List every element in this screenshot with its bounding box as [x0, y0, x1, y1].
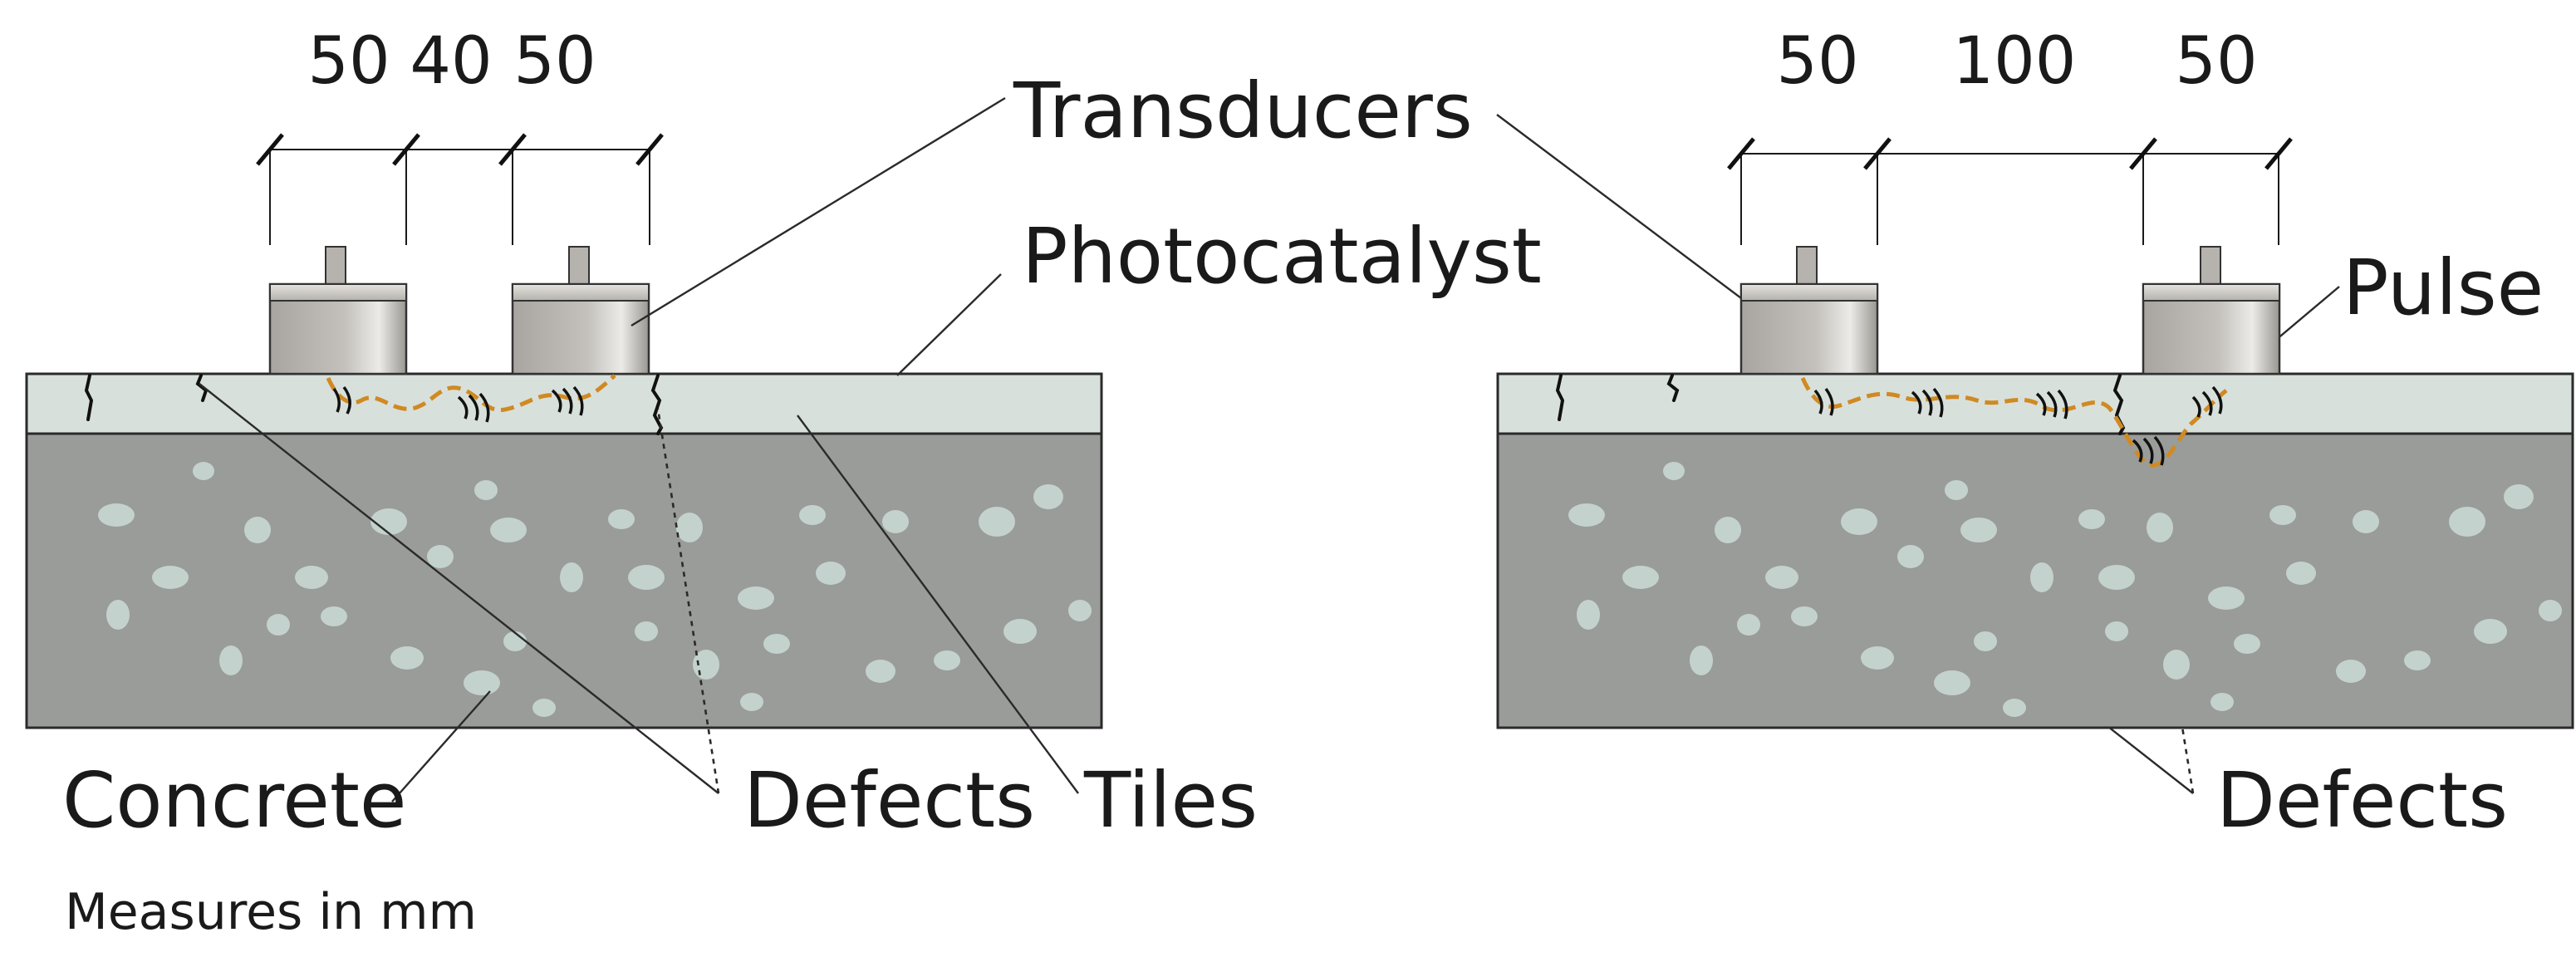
concrete-label: Concrete — [62, 756, 407, 845]
left-transducer-2 — [511, 246, 650, 375]
right-aggregate — [1568, 462, 2562, 717]
left-tile-layer — [25, 372, 1103, 435]
right-dimension-line — [1727, 137, 2293, 245]
left-dim-2: 40 — [410, 24, 492, 99]
right-transducer-2 — [2142, 246, 2281, 375]
right-crack-3 — [2112, 374, 2126, 435]
tiles-label: Tiles — [1083, 756, 1258, 845]
left-pulse-wave — [326, 374, 616, 423]
left-transducer-1 — [268, 246, 408, 375]
measures-note: Measures in mm — [65, 883, 477, 941]
left-dim-3: 50 — [513, 24, 596, 99]
transducers-label: Transducers — [1013, 66, 1473, 155]
transducers-leader — [631, 96, 1006, 327]
concrete-leader — [391, 690, 491, 802]
photocatalyst-leader — [896, 273, 1002, 376]
pulse-label: Pulse — [2343, 243, 2544, 332]
right-transducer-1 — [1739, 246, 1879, 375]
left-dim-1: 50 — [307, 24, 390, 99]
right-defects-label: Defects — [2216, 756, 2508, 845]
right-dim-3: 50 — [2175, 24, 2257, 99]
left-crack-1 — [84, 374, 94, 421]
right-crack-1 — [1555, 374, 1565, 421]
right-pulse-wave — [1800, 376, 2228, 468]
left-crack-2 — [195, 374, 209, 402]
photocatalyst-label: Photocatalyst — [1022, 212, 1542, 301]
transducers-leader-right — [1496, 114, 1779, 326]
right-dim-1: 50 — [1776, 24, 1858, 99]
right-panel: 50 100 50 Pulse Defects — [1496, 24, 2574, 845]
right-crack-2 — [1666, 374, 1680, 402]
left-panel: 50 40 50 Transducers Photocatalyst Concr… — [25, 24, 2340, 941]
tiles-leader — [797, 415, 1079, 794]
left-defects-leader-1 — [199, 383, 719, 794]
right-dim-2: 100 — [1953, 24, 2077, 99]
left-aggregate — [98, 462, 1092, 717]
left-defects-label: Defects — [743, 756, 1035, 845]
left-dimension-line — [256, 133, 664, 245]
